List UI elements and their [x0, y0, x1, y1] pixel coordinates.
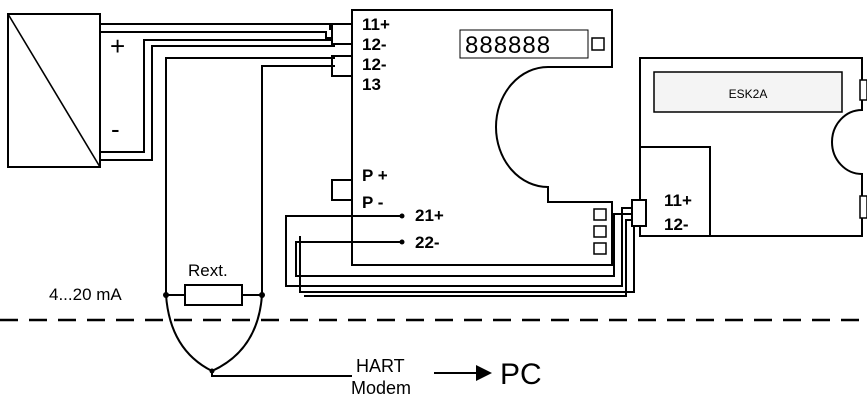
wire-esk-return-b — [299, 225, 635, 293]
terminal-p-minus-label: P - — [362, 193, 383, 212]
esk2a-terminal-11-label: 11+ — [664, 191, 692, 210]
esk2a-wires — [285, 207, 635, 297]
side-square-2 — [593, 225, 607, 238]
modem-junction — [209, 368, 215, 374]
terminal-22-label: 22- — [415, 233, 440, 252]
esk2a-edge-tab-top — [859, 79, 867, 101]
terminal-13-label: 13 — [362, 75, 381, 94]
esk2a-terminal-12-label: 12- — [664, 215, 689, 234]
power-supply-plus-label: + — [110, 31, 125, 61]
modem-label-line1: HART — [356, 356, 405, 376]
wire-supply-minus — [100, 39, 335, 153]
arrow-right-icon — [476, 365, 492, 381]
modem-label-line2: Modem — [351, 378, 411, 398]
wire-21-outer — [285, 207, 632, 287]
wire-esk-return-a — [304, 219, 632, 297]
terminal-block-11-12 — [331, 23, 353, 45]
esk2a-terminal-block — [631, 199, 647, 227]
side-square-3 — [593, 242, 607, 255]
display-digits: 888888 — [465, 32, 551, 59]
hart-modem-connection: HART Modem PC — [165, 294, 542, 398]
display-indicator — [591, 37, 605, 51]
side-square-1 — [593, 208, 607, 221]
wire-loop-right — [261, 65, 335, 295]
terminal-21-label: 21+ — [415, 206, 444, 225]
wire-supply-plus-inner — [100, 31, 335, 39]
display-frame — [459, 29, 589, 59]
wire-22-inner — [295, 213, 632, 277]
modem-lead-right — [211, 294, 263, 372]
pc-label: PC — [500, 358, 542, 391]
current-range-label: 4...20 mA — [49, 285, 122, 304]
esk2a-module: ESK2A 11+ 12- — [631, 57, 867, 237]
power-supply-diagonal — [7, 13, 101, 168]
wire-loop-left — [165, 57, 335, 295]
terminal-11-label: 11+ — [362, 15, 390, 34]
transmitter-display: 888888 — [459, 29, 605, 59]
terminal-p-plus-label: P + — [362, 166, 388, 185]
modem-lead-left — [165, 294, 213, 372]
esk2a-edge-tab-bottom — [859, 195, 867, 219]
resistor-rext: Rext. — [163, 261, 265, 306]
wire-supply-plus — [100, 23, 335, 30]
resistor-label: Rext. — [188, 261, 228, 280]
supply-wires — [100, 23, 335, 161]
terminal-12-top-label: 12- — [362, 35, 387, 54]
power-supply: + - — [7, 13, 125, 168]
terminal-12-bottom-label: 12- — [362, 55, 387, 74]
esk2a-label-panel — [653, 71, 843, 113]
power-supply-minus-label: - — [111, 114, 120, 144]
resistor-body — [184, 284, 243, 306]
transmitter: 11+ 12- 12- 13 P + P - 21+ 22- 888888 — [331, 9, 613, 266]
transmitter-housing — [351, 9, 613, 266]
esk2a-label: ESK2A — [729, 87, 768, 101]
terminal-block-p — [331, 179, 353, 201]
modem-lead-common — [211, 371, 352, 377]
loop-wires — [165, 57, 335, 295]
wire-supply-minus-inner — [100, 45, 335, 161]
esk2a-terminal-area — [639, 146, 711, 237]
